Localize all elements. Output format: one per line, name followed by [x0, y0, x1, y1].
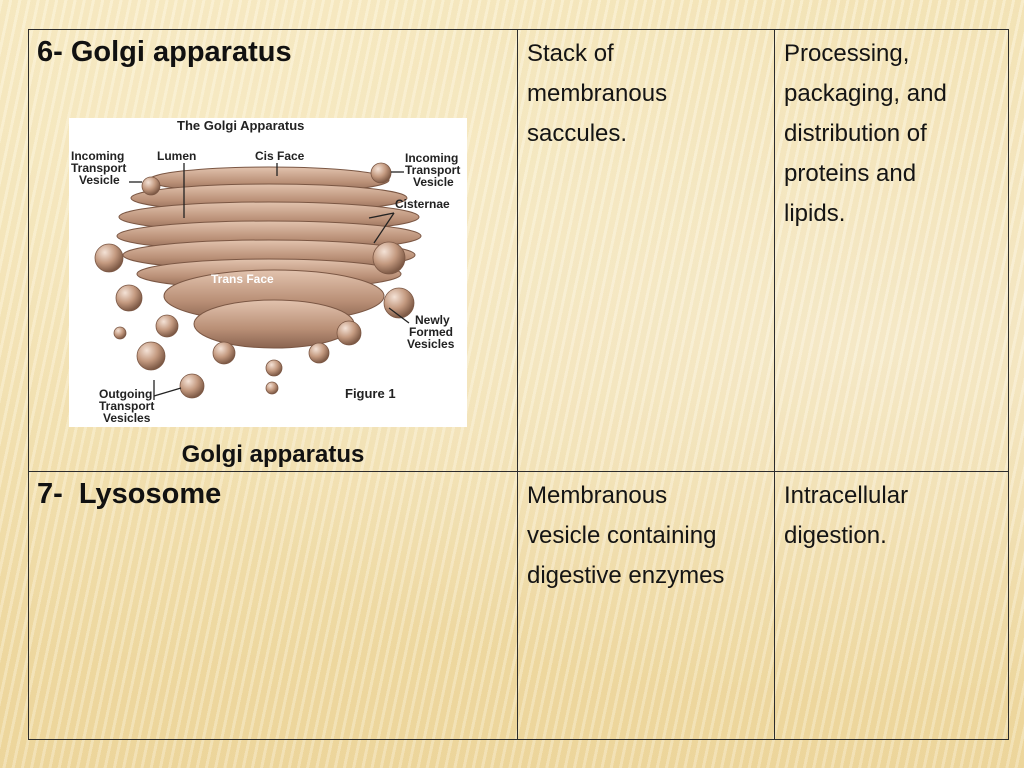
label-lumen: Lumen — [157, 149, 196, 163]
label-incoming-right-1: Incoming — [405, 151, 458, 165]
golgi-function-line: Processing, — [784, 40, 910, 67]
golgi-function-line: proteins and — [784, 160, 917, 187]
table-row-golgi: 6- Golgi apparatus — [28, 29, 1009, 472]
label-incoming-right-3: Vesicle — [413, 175, 454, 189]
leader-lines — [129, 163, 410, 400]
golgi-structure-line: membranous — [527, 80, 668, 107]
golgi-structure-text: Stack of membranous saccules. — [527, 34, 768, 154]
lysosome-structure-line: vesicle containing — [527, 522, 717, 549]
golgi-diagram-svg: The Golgi Apparatus Incoming Transport V… — [71, 118, 460, 425]
label-incoming-right-2: Transport — [405, 163, 460, 177]
vesicles — [94, 162, 415, 399]
golgi-structure-line: saccules. — [527, 120, 628, 147]
golgi-function-text: Processing, packaging, and distribution … — [784, 34, 1002, 234]
cell-golgi-structure: Stack of membranous saccules. — [517, 29, 775, 472]
cisternae-stack — [116, 166, 422, 349]
lysosome-structure-line: Membranous — [527, 482, 668, 509]
golgi-structure-line: Stack of — [527, 40, 614, 67]
cell-lysosome-structure: Membranous vesicle containing digestive … — [517, 471, 775, 740]
lysosome-function-line: digestion. — [784, 522, 887, 549]
organelle-table: 6- Golgi apparatus — [28, 29, 1009, 740]
cell-lysosome-function: Intracellular digestion. — [774, 471, 1009, 740]
lysosome-function-text: Intracellular digestion. — [784, 476, 1002, 556]
organelle-name-lysosome: 7- Lysosome — [37, 478, 222, 510]
label-newly-formed-2: Formed — [409, 325, 453, 339]
golgi-function-line: distribution of — [784, 120, 927, 147]
label-incoming-left-1: Incoming — [71, 149, 124, 163]
label-newly-formed-1: Newly — [415, 313, 450, 327]
golgi-function-line: lipids. — [784, 200, 846, 227]
label-cis-face: Cis Face — [255, 149, 305, 163]
label-incoming-left-3: Vesicle — [79, 173, 120, 187]
golgi-figure: The Golgi Apparatus Incoming Transport V… — [69, 118, 467, 427]
lysosome-structure-line: digestive enzymes — [527, 562, 725, 589]
label-outgoing-1: Outgoing — [99, 387, 152, 401]
table-row-lysosome: 7- Lysosome Membranous vesicle containin… — [28, 471, 1009, 740]
organelle-name-golgi: 6- Golgi apparatus — [37, 36, 292, 68]
figure-caption: Golgi apparatus — [181, 441, 365, 468]
cell-lysosome-name: 7- Lysosome — [28, 471, 518, 740]
label-outgoing-3: Vesicles — [103, 411, 151, 425]
cell-golgi-function: Processing, packaging, and distribution … — [774, 29, 1009, 472]
cell-golgi-name: 6- Golgi apparatus — [28, 29, 518, 472]
golgi-function-line: packaging, and — [784, 80, 947, 107]
label-trans-face: Trans Face — [211, 272, 274, 286]
label-figure-1: Figure 1 — [345, 386, 396, 401]
label-outgoing-2: Transport — [99, 399, 154, 413]
figure-title: The Golgi Apparatus — [177, 118, 304, 133]
label-newly-formed-3: Vesicles — [407, 337, 455, 351]
lysosome-function-line: Intracellular — [784, 482, 909, 509]
lysosome-structure-text: Membranous vesicle containing digestive … — [527, 476, 768, 596]
label-incoming-left-2: Transport — [71, 161, 126, 175]
label-cisternae: Cisternae — [395, 197, 450, 211]
